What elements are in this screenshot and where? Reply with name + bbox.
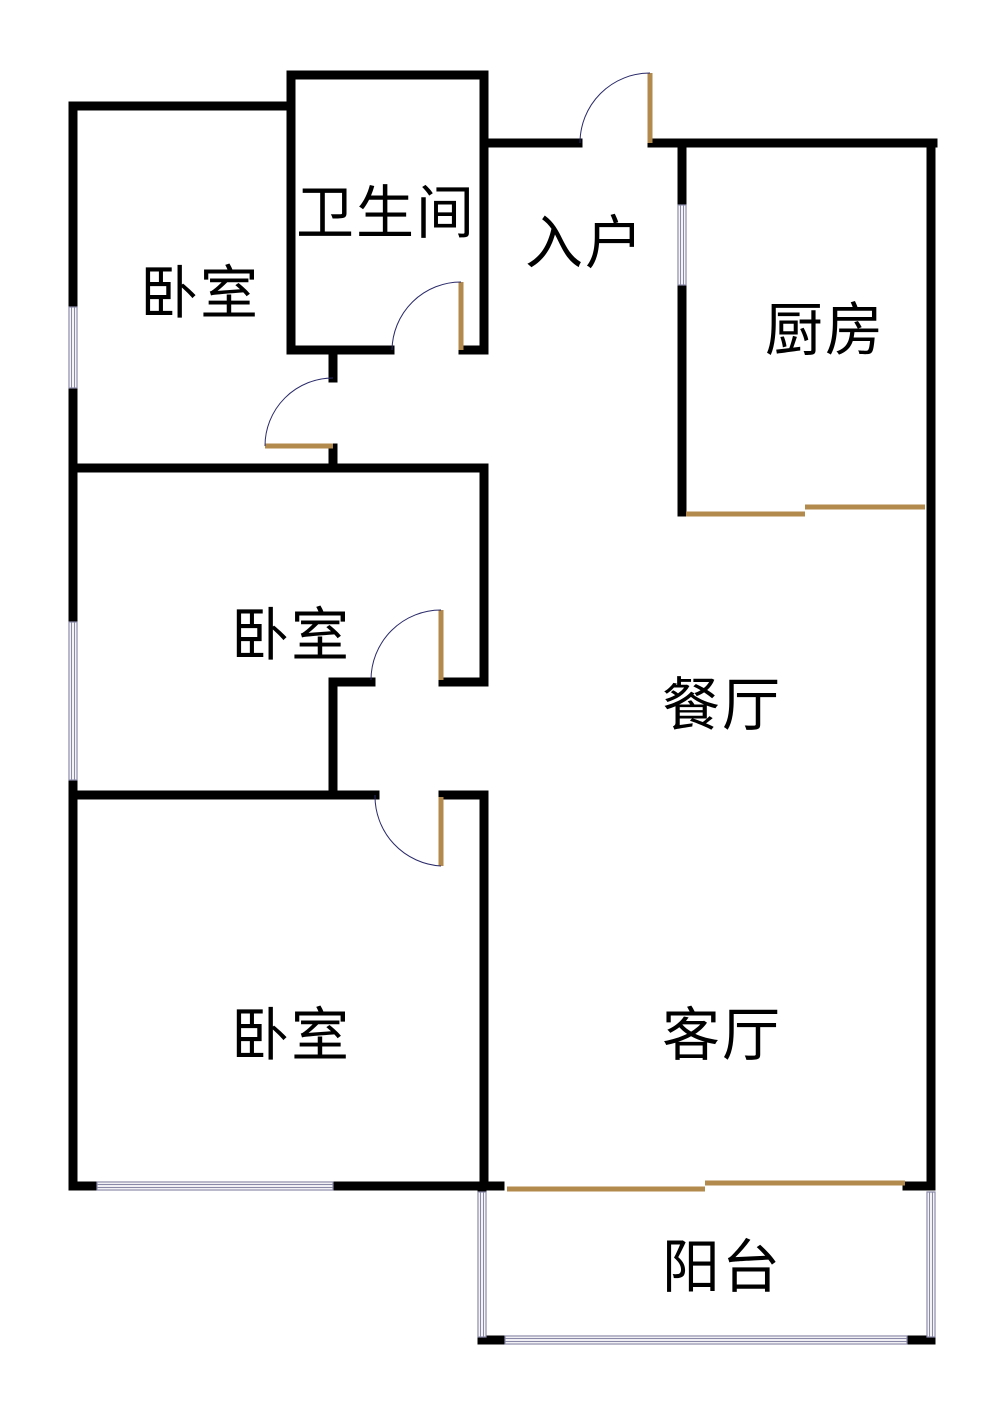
room-label-kitchen: 厨房 <box>764 296 886 364</box>
window-balcony-left <box>477 1191 487 1338</box>
window-bedroom-bottom <box>96 1181 334 1191</box>
window-bedroom-top <box>68 306 78 389</box>
room-label-entrance: 入户 <box>524 209 646 277</box>
room-label-bedroom-middle: 卧室 <box>230 601 352 669</box>
room-label-bathroom: 卫生间 <box>295 179 477 247</box>
window-kitchen <box>677 204 687 286</box>
room-label-balcony: 阳台 <box>661 1233 783 1301</box>
doors <box>265 73 925 1192</box>
window-bedroom-middle <box>68 621 78 781</box>
windows <box>68 204 936 1345</box>
door-swings <box>264 72 651 867</box>
window-balcony-bottom <box>504 1335 908 1345</box>
room-label-dining-room: 餐厅 <box>661 671 783 739</box>
room-label-bedroom-top: 卧室 <box>139 259 261 327</box>
window-balcony-right <box>926 1191 936 1338</box>
walls <box>68 70 938 1345</box>
room-label-living-room: 客厅 <box>661 1001 783 1069</box>
room-label-bedroom-bottom: 卧室 <box>230 1001 352 1069</box>
